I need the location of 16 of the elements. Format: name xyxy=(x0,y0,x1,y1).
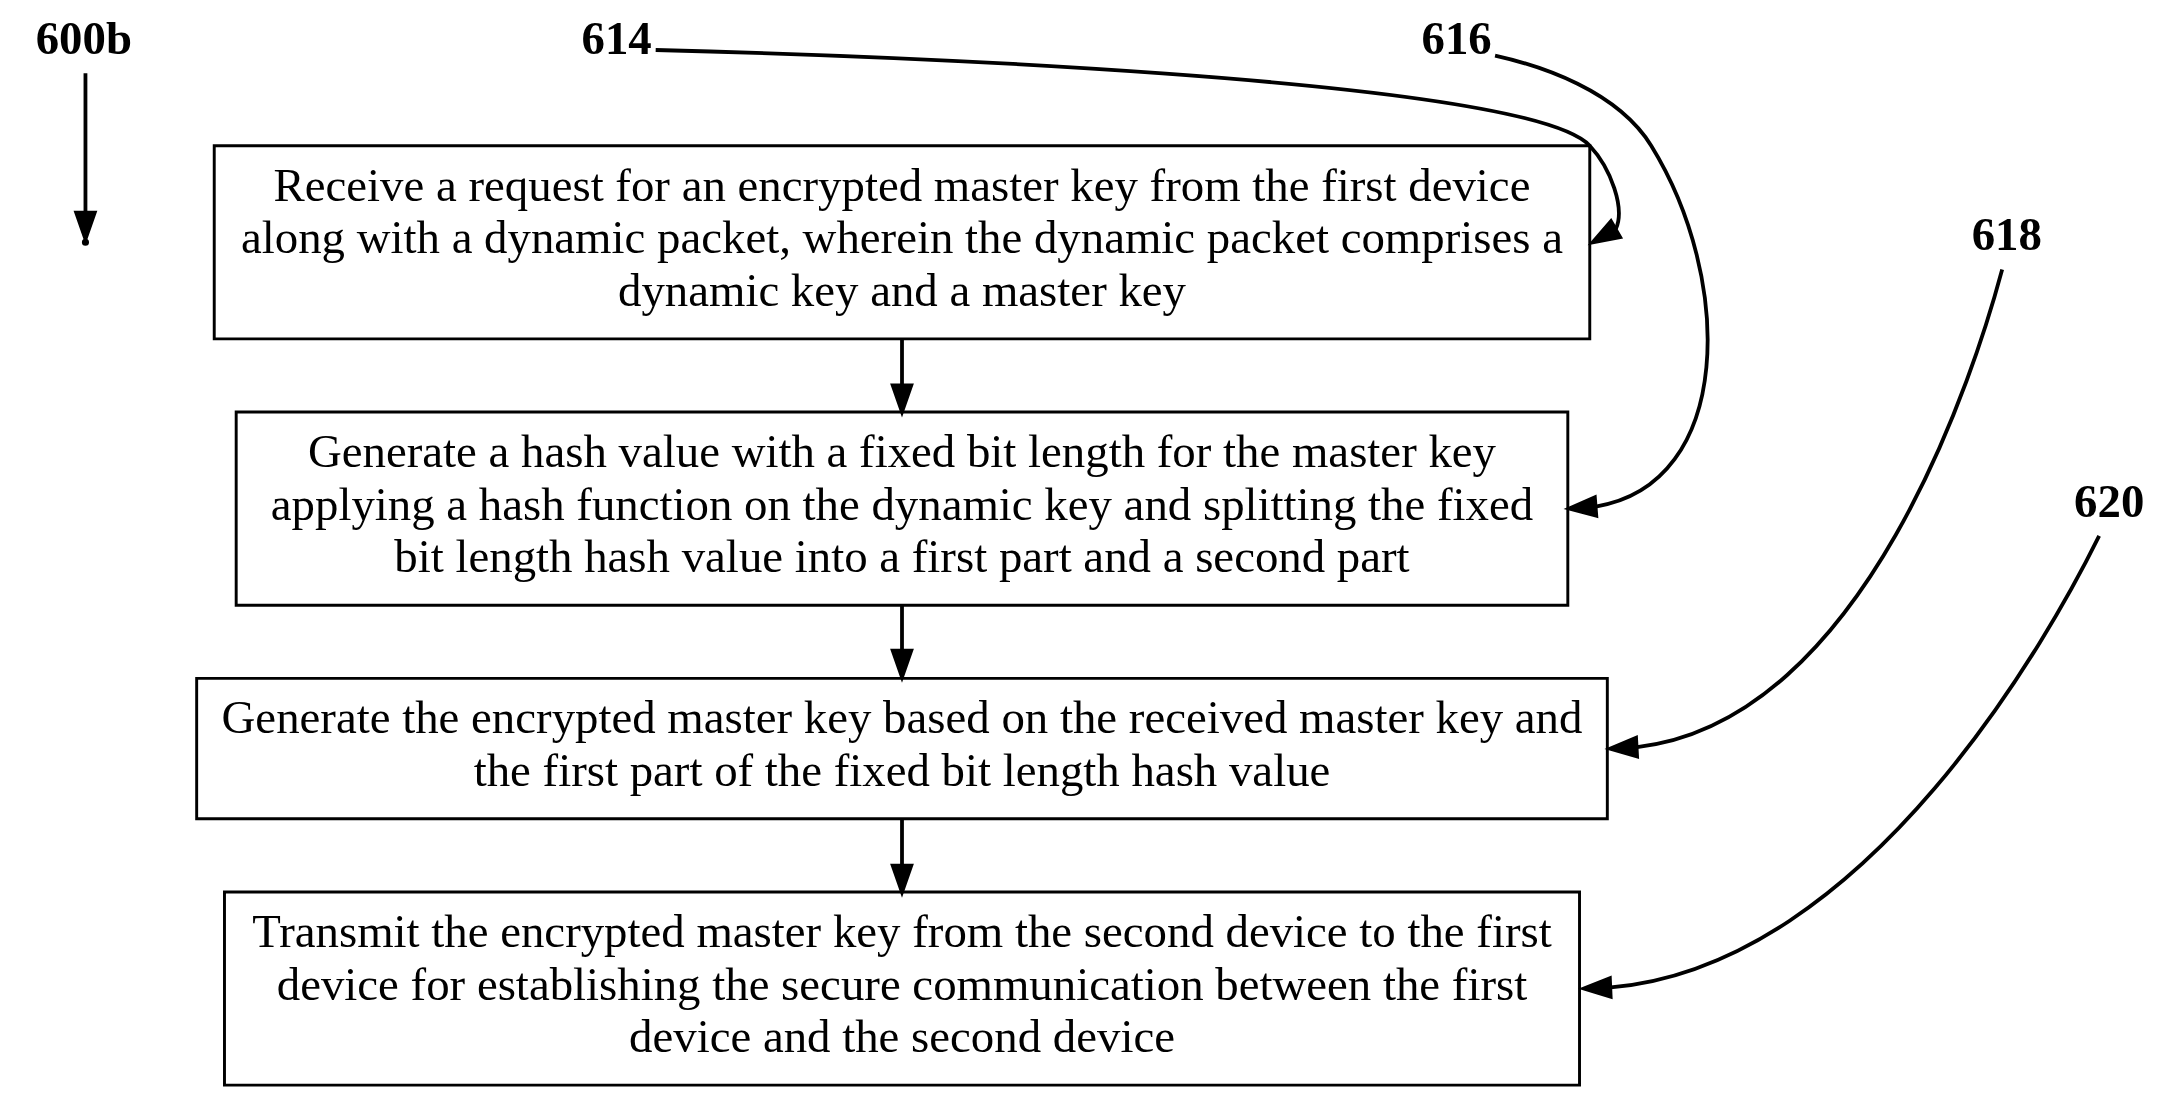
arrow xyxy=(890,605,914,683)
node-text: 618 xyxy=(1971,208,2042,261)
node-text: 616 xyxy=(1421,12,1492,65)
arrow xyxy=(890,339,914,418)
arrow xyxy=(655,48,1624,246)
arrow xyxy=(1604,268,2004,759)
arrow xyxy=(890,819,914,898)
arrow xyxy=(1494,53,1710,519)
arrow xyxy=(1578,535,2101,1000)
node-box: Generate the encrypted master key based on the received master key and the first part of the fixed bit length hash value xyxy=(195,676,1609,821)
node-text: 600b xyxy=(35,12,132,65)
node-box: Generate a hash value with a fixed bit length for the master key applying a hash function on the dynamic key and splitting the fixed bit length hash value into a first part and a second part xyxy=(234,410,1570,607)
node-box: Receive a request for an encrypted master key from the first device along with a dynamic packet, wherein the dynamic packet comprises a dynamic key and a master key xyxy=(212,144,1592,341)
node-text: 620 xyxy=(2074,474,2145,527)
node-text: 614 xyxy=(581,12,652,65)
node-box: Transmit the encrypted master key from the second device to the first device for establishing the secure communication between the first device and the second device xyxy=(223,890,1581,1087)
